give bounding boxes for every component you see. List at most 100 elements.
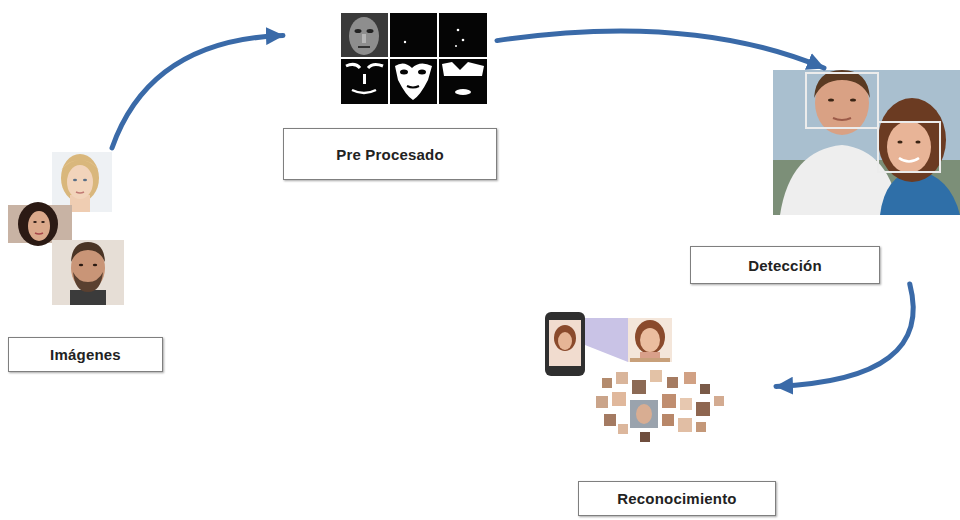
flow-arrow xyxy=(112,36,283,149)
portrait-dark-hair-part xyxy=(33,221,37,223)
recognition-illustration-part xyxy=(714,396,724,406)
preprocessing-tiles-part xyxy=(355,29,362,33)
stage-label: Reconocimiento xyxy=(617,490,736,507)
recognition-illustration-part xyxy=(540,300,735,445)
preprocessing-tiles-part xyxy=(439,13,487,57)
recognition-illustration-part xyxy=(662,414,674,426)
portrait-man-part xyxy=(52,240,124,305)
portrait-man-part xyxy=(70,290,106,305)
preprocessing-tiles-part xyxy=(457,29,460,32)
detection-photo-part xyxy=(828,98,834,101)
preprocessing-tiles-part xyxy=(362,34,366,43)
portrait-man xyxy=(52,240,124,305)
preprocessing-tiles-part xyxy=(455,45,457,47)
preprocessing-tiles-part xyxy=(462,39,465,42)
stage-label-box: Detección xyxy=(690,246,880,284)
preprocessing-tiles-part xyxy=(349,17,379,55)
recognition-illustration-part xyxy=(554,325,576,351)
stage-label: Pre Procesado xyxy=(336,146,444,163)
preprocessing-tiles-part xyxy=(395,63,432,100)
stage-label: Imágenes xyxy=(50,346,121,363)
flow-arrow xyxy=(497,31,824,68)
portrait-blonde-part xyxy=(73,179,77,181)
preprocessing-tiles-part xyxy=(407,86,419,88)
preprocessing-tiles-part xyxy=(340,12,488,105)
preprocessing-tiles-part xyxy=(367,29,374,33)
recognition-illustration-part xyxy=(596,396,608,408)
recognition-illustration-part xyxy=(700,384,710,394)
recognition-illustration-part xyxy=(618,424,628,434)
portrait-man-part xyxy=(73,272,103,292)
portrait-dark-hair-part xyxy=(35,233,43,234)
preprocessing-tiles-part xyxy=(358,46,370,48)
preprocessing-tiles-part xyxy=(418,70,426,75)
recognition-illustration-part xyxy=(640,432,650,442)
recognition-illustration-part xyxy=(636,404,652,424)
preprocessing-tiles-part xyxy=(439,59,487,104)
portrait-blonde-part xyxy=(61,154,99,202)
portrait-man-part xyxy=(79,264,83,267)
recognition-illustration xyxy=(540,300,735,445)
preprocessing-tiles-part xyxy=(352,90,376,93)
preprocessing-tiles-part xyxy=(404,41,406,43)
preprocessing-tiles-part xyxy=(455,89,471,95)
portrait-blonde-part xyxy=(76,192,84,193)
recognition-illustration-part xyxy=(630,400,658,428)
preprocessing-tiles-part xyxy=(390,59,437,104)
portrait-blonde-part xyxy=(83,179,87,181)
recognition-illustration-part xyxy=(640,328,660,352)
recognition-illustration-part xyxy=(558,332,572,350)
detection-photo xyxy=(773,70,960,215)
recognition-illustration-part xyxy=(678,418,692,432)
portrait-dark-hair-part xyxy=(18,202,58,246)
recognition-illustration-part xyxy=(585,318,628,362)
preprocessing-tiles-part xyxy=(390,13,437,57)
detection-photo-part xyxy=(899,158,919,162)
recognition-illustration-part xyxy=(545,312,585,376)
recognition-illustration-part xyxy=(635,320,665,354)
detection-photo-part xyxy=(878,98,946,182)
recognition-illustration-part xyxy=(616,372,628,384)
portrait-blonde-part xyxy=(61,160,99,170)
stage-label-box: Pre Procesado xyxy=(283,128,497,180)
portrait-man-part xyxy=(71,242,105,262)
stage-group: Detección xyxy=(690,68,958,284)
recognition-illustration-part xyxy=(632,380,646,394)
preprocessing-tiles-part xyxy=(442,62,484,76)
recognition-illustration-part xyxy=(662,394,676,408)
detection-photo-part xyxy=(833,118,851,120)
recognition-illustration-part xyxy=(680,398,692,410)
recognition-illustration-part xyxy=(696,422,706,432)
detection-photo-part xyxy=(814,70,870,98)
recognition-illustration-part xyxy=(650,370,662,382)
preprocessing-tiles-part xyxy=(400,70,408,75)
flow-arrow xyxy=(776,284,913,386)
portrait-dark-hair xyxy=(8,202,72,246)
stage-label-box: Imágenes xyxy=(8,337,163,372)
detection-photo-part xyxy=(773,70,960,215)
detection-photo-part xyxy=(915,141,920,144)
detection-photo-part xyxy=(850,98,856,101)
recognition-illustration-part xyxy=(604,414,616,426)
preprocessing-tiles xyxy=(340,12,488,105)
recognition-illustration-part xyxy=(628,318,672,362)
recognition-illustration-part xyxy=(549,320,581,366)
preprocessing-tiles-part xyxy=(363,74,366,84)
preprocessing-tiles-part xyxy=(341,13,388,57)
portrait-man-part xyxy=(93,264,97,267)
stage-label: Detección xyxy=(748,257,822,274)
stage-group: Imágenes xyxy=(8,148,168,372)
recognition-illustration-part xyxy=(696,402,710,416)
detection-photo-part xyxy=(897,141,902,144)
detection-photo-part xyxy=(806,73,878,128)
stage-group: Pre Procesado xyxy=(283,10,497,180)
recognition-illustration-part xyxy=(612,392,626,406)
recognition-illustration-part xyxy=(684,372,696,384)
stage-label-box: Reconocimiento xyxy=(578,481,776,516)
portrait-dark-hair-part xyxy=(41,221,45,223)
portrait-blonde-part xyxy=(52,152,112,212)
detection-photo-part xyxy=(878,122,940,172)
detection-photo-part xyxy=(815,71,869,135)
recognition-illustration-part xyxy=(602,378,612,388)
